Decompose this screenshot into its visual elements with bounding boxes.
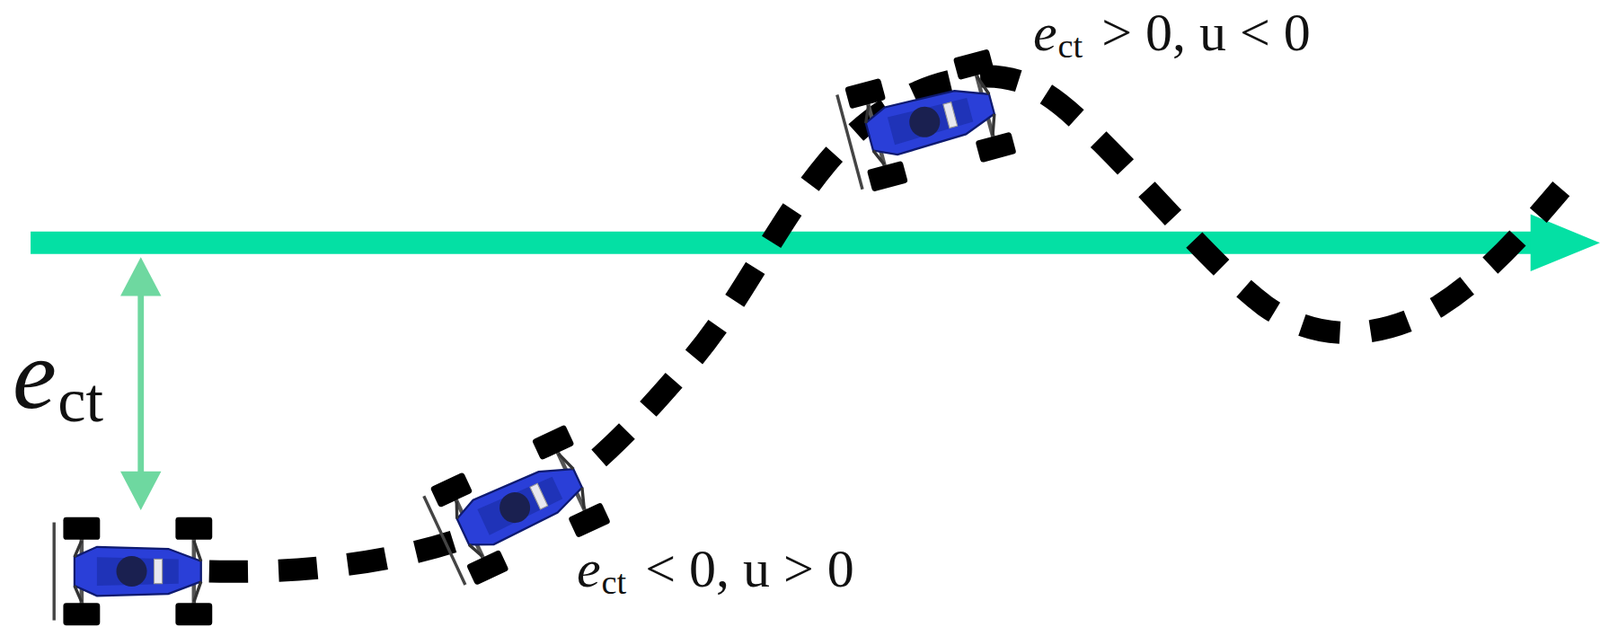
label-text: < 0, u > 0: [645, 539, 855, 599]
subscript-text: ct: [601, 563, 627, 602]
error-arrow: [137, 285, 144, 482]
subscript-text: ct: [1057, 26, 1083, 65]
symbol-label: ect> 0, u < 0: [1029, 5, 1315, 60]
label-text: e: [12, 319, 57, 430]
label-text: > 0, u < 0: [1101, 2, 1311, 62]
symbol-label: ect: [8, 325, 107, 425]
car-icon: [835, 48, 1017, 195]
error-arrowhead: [120, 256, 161, 296]
error-arrowhead: [120, 471, 161, 511]
label-text: e: [576, 539, 602, 599]
symbol-label: ect< 0, u > 0: [573, 541, 858, 596]
subscript-text: ct: [57, 364, 104, 435]
car-icon: [53, 517, 213, 626]
label-text: e: [1033, 2, 1058, 62]
reference-arrowhead: [1530, 214, 1600, 273]
